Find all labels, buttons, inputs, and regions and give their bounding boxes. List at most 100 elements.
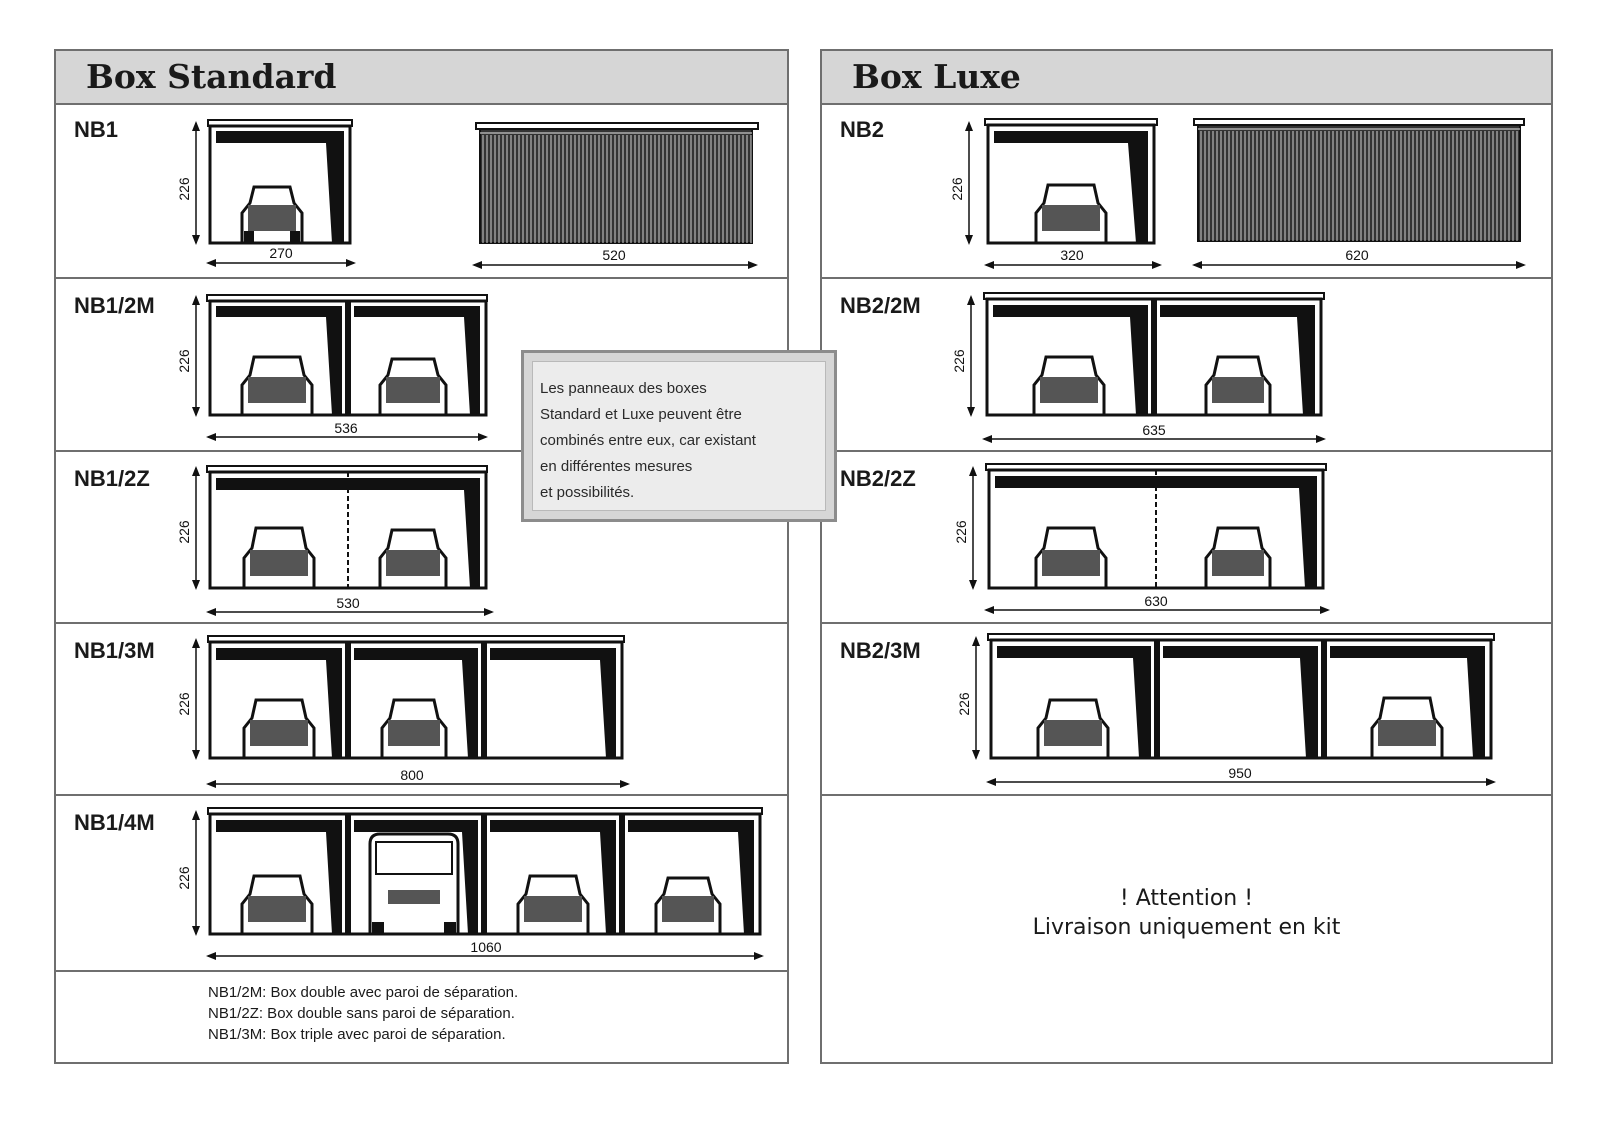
model-row-nb1-4m: NB1/4M 226 — [56, 796, 787, 972]
height-value: 226 — [949, 177, 965, 201]
model-code: NB2/2Z — [840, 466, 916, 491]
garage-front-view — [985, 463, 1327, 590]
width-value: 536 — [334, 420, 358, 436]
garage-side-view — [1193, 118, 1525, 242]
depth-dimension: 620 — [1192, 247, 1526, 269]
model-notes: NB1/2M: Box double avec paroi de séparat… — [208, 982, 518, 1045]
box-luxe-panel: Box Luxe NB2 226 — [820, 49, 1553, 1064]
van-icon — [368, 832, 460, 936]
garage-drawing-nb1-2m: 226 536 — [176, 294, 488, 441]
garage-drawing-nb1-3m: 226 — [176, 635, 630, 788]
car-icon — [1032, 355, 1106, 417]
height-value: 226 — [956, 692, 972, 716]
model-row-nb1-2z: NB1/2Z 226 — [56, 452, 787, 624]
garage-front-view — [984, 118, 1158, 245]
garage-drawing-nb1: 226 270 — [176, 119, 759, 269]
depth-value: 520 — [602, 247, 626, 263]
model-code: NB1/2Z — [74, 466, 150, 491]
garage-drawing-nb2-2z: 226 630 — [953, 463, 1330, 614]
model-code: NB1/2M — [74, 293, 155, 318]
garage-drawing-nb1-2z: 226 530 — [176, 465, 494, 616]
callout-line: Standard et Luxe peuvent être — [540, 406, 742, 423]
box-standard-title: Box Standard — [86, 57, 337, 96]
model-row-nb1-2m: NB1/2M 226 — [56, 279, 787, 452]
car-icon — [240, 185, 304, 245]
callout-line: en différentes mesures — [540, 458, 693, 475]
car-icon — [378, 357, 448, 417]
width-value: 530 — [336, 595, 360, 611]
width-value: 635 — [1142, 422, 1166, 438]
width-dimension: 536 — [206, 420, 488, 441]
panel-combination-callout: Les panneaux des boxes Standard et Luxe … — [521, 350, 837, 522]
car-icon — [242, 526, 316, 590]
height-dimension: 226 — [176, 121, 200, 245]
model-code: NB2/2M — [840, 293, 921, 318]
model-code: NB1/4M — [74, 810, 155, 835]
width-dimension: 270 — [206, 245, 356, 267]
garage-front-view — [987, 633, 1495, 760]
garage-drawing-nb2-3m: 226 — [956, 633, 1496, 786]
car-icon — [242, 698, 316, 760]
garage-front-view — [206, 465, 488, 590]
height-dimension: 226 — [951, 295, 975, 417]
height-dimension: 226 — [956, 636, 980, 760]
attention-row: ! Attention ! Livraison uniquement en ki… — [822, 796, 1551, 1062]
height-dimension: 226 — [176, 810, 200, 936]
delivery-text: Livraison uniquement en kit — [1032, 915, 1341, 940]
width-dimension: 320 — [984, 247, 1162, 269]
car-icon — [516, 874, 590, 936]
height-value: 226 — [176, 177, 192, 201]
model-row-nb2-2z: NB2/2Z 226 — [822, 452, 1551, 624]
width-dimension: 800 — [206, 767, 630, 788]
box-standard-header: Box Standard — [56, 51, 787, 105]
callout-line: et possibilités. — [540, 484, 635, 501]
width-value: 950 — [1228, 765, 1252, 781]
garage-front-view — [207, 635, 625, 760]
model-code: NB2 — [840, 117, 885, 142]
height-dimension: 226 — [953, 466, 977, 590]
height-value: 226 — [951, 349, 967, 373]
height-dimension: 226 — [176, 466, 200, 590]
car-icon — [240, 874, 314, 936]
width-value: 630 — [1144, 593, 1168, 609]
car-icon — [1204, 526, 1272, 590]
model-row-nb2: NB2 226 320 — [822, 103, 1551, 279]
box-luxe-title: Box Luxe — [852, 57, 1021, 96]
garage-front-view — [983, 292, 1325, 417]
height-dimension: 226 — [949, 121, 973, 245]
car-icon — [1204, 355, 1272, 417]
car-icon — [1034, 183, 1108, 245]
model-row-nb1-3m: NB1/3M 226 — [56, 624, 787, 796]
width-dimension: 1060 — [206, 939, 764, 960]
model-code: NB1 — [74, 117, 119, 142]
model-row-nb2-2m: NB2/2M 226 — [822, 279, 1551, 452]
car-icon — [1036, 698, 1110, 760]
garage-front-view — [207, 119, 353, 245]
model-code: NB1/3M — [74, 638, 155, 663]
car-icon — [654, 876, 722, 936]
car-icon — [240, 355, 314, 417]
note-line: NB1/2Z: Box double sans paroi de séparat… — [208, 1005, 515, 1022]
width-value: 1060 — [470, 939, 501, 955]
width-value: 320 — [1060, 247, 1084, 263]
car-icon — [1370, 696, 1444, 760]
height-value: 226 — [176, 520, 192, 544]
garage-drawing-nb1-4m: 226 — [176, 807, 764, 960]
callout-line: combinés entre eux, car existant — [540, 432, 756, 449]
box-luxe-header: Box Luxe — [822, 51, 1551, 105]
garage-drawing-nb2: 226 320 — [949, 118, 1526, 269]
model-row-nb1: NB1 226 — [56, 103, 787, 279]
width-dimension: 630 — [984, 593, 1330, 614]
depth-value: 620 — [1345, 247, 1369, 263]
depth-dimension: 520 — [472, 247, 758, 269]
garage-front-view — [207, 807, 763, 936]
height-value: 226 — [953, 520, 969, 544]
height-dimension: 226 — [176, 638, 200, 760]
note-line: NB1/2M: Box double avec paroi de séparat… — [208, 984, 519, 1001]
callout-text: Les panneaux des boxes Standard et Luxe … — [532, 361, 826, 511]
note-line: NB1/3M: Box triple avec paroi de séparat… — [208, 1026, 506, 1043]
height-value: 226 — [176, 349, 192, 373]
width-dimension: 950 — [986, 765, 1496, 786]
delivery-notice: ! Attention ! Livraison uniquement en ki… — [822, 884, 1551, 942]
garage-drawing-nb2-2m: 226 635 — [951, 292, 1326, 443]
